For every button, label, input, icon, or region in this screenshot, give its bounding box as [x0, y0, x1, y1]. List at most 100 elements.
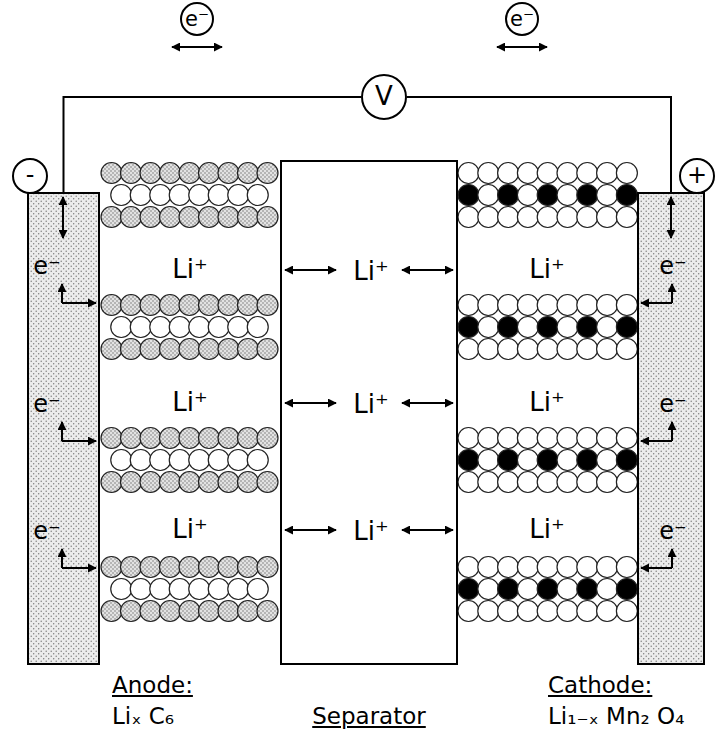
lattice-atom — [557, 295, 578, 316]
lattice-atom — [121, 428, 142, 449]
lattice-atom — [228, 579, 249, 600]
lattice-atom — [498, 207, 519, 228]
lattice-atom — [517, 317, 538, 338]
lattice-atom — [616, 295, 637, 316]
lattice-atom — [557, 185, 578, 206]
lattice-atom — [577, 450, 598, 471]
lattice-atom — [179, 339, 200, 360]
lattice-atom — [517, 579, 538, 600]
lattice-atom — [517, 428, 538, 449]
lattice-atom — [597, 601, 618, 622]
lattice-atom — [199, 601, 220, 622]
lattice-atom — [537, 339, 558, 360]
lattice-atom — [577, 557, 598, 578]
lattice-atom — [597, 472, 618, 493]
lattice-atom — [179, 472, 200, 493]
lattice-atom — [101, 207, 122, 228]
lattice-atom — [150, 185, 171, 206]
lattice-atom — [130, 185, 151, 206]
lattice-atom — [257, 163, 278, 184]
lattice-atom — [199, 163, 220, 184]
lattice-atom — [257, 428, 278, 449]
external-wire — [407, 97, 671, 192]
lattice-atom — [478, 163, 499, 184]
lattice-atom — [238, 163, 259, 184]
lattice-atom — [169, 317, 190, 338]
lattice-atom — [140, 163, 161, 184]
lattice-atom — [238, 557, 259, 578]
lattice-atom — [537, 185, 558, 206]
lattice-atom — [257, 295, 278, 316]
lattice-atom — [517, 450, 538, 471]
lattice-atom — [208, 317, 229, 338]
lattice-atom — [218, 163, 239, 184]
lattice-atom — [458, 185, 479, 206]
lattice-atom — [616, 339, 637, 360]
electrode-layers — [101, 163, 637, 622]
lattice-atom — [218, 339, 239, 360]
lattice-atom — [557, 163, 578, 184]
lattice-atom — [179, 601, 200, 622]
circle-label: e⁻ — [185, 7, 209, 31]
lattice-atom — [101, 339, 122, 360]
lattice-atom — [140, 472, 161, 493]
lattice-atom — [616, 317, 637, 338]
lattice-atom — [616, 450, 637, 471]
lattice-atom — [121, 472, 142, 493]
ion-label: Li⁺ — [172, 515, 207, 545]
lattice-atom — [130, 450, 151, 471]
lattice-atom — [577, 579, 598, 600]
lattice-atom — [616, 579, 637, 600]
lattice-atom — [121, 601, 142, 622]
lattice-atom — [537, 295, 558, 316]
lattice-atom — [458, 579, 479, 600]
species-label: e⁻ — [33, 518, 60, 546]
lattice-atom — [517, 557, 538, 578]
species-label: Li⁺ — [353, 390, 388, 420]
lattice-atom — [517, 295, 538, 316]
lattice-atom — [169, 450, 190, 471]
electrode-formula: Li₁₋ₓ Mn₂ O₄ — [548, 703, 684, 729]
lattice-atom — [597, 579, 618, 600]
terminal-sign: - — [12, 158, 48, 194]
lattice-atom — [160, 428, 181, 449]
circle-label: e⁻ — [510, 7, 534, 31]
lattice-atom — [160, 339, 181, 360]
lattice-atom — [557, 450, 578, 471]
lattice-atom — [597, 185, 618, 206]
lattice-atom — [238, 601, 259, 622]
lattice-atom — [517, 163, 538, 184]
electrode-formula: Liₓ C₆ — [112, 703, 174, 729]
lattice-atom — [537, 317, 558, 338]
lattice-atom — [498, 295, 519, 316]
lattice-atom — [577, 601, 598, 622]
lattice-atom — [140, 339, 161, 360]
species-label: e⁻ — [659, 391, 686, 419]
lattice-atom — [458, 295, 479, 316]
lattice-atom — [189, 450, 210, 471]
lattice-atom — [498, 185, 519, 206]
electron-circle: e⁻ — [505, 2, 539, 36]
lattice-atom — [130, 579, 151, 600]
lattice-atom — [458, 207, 479, 228]
current-collector: e⁻e⁻e⁻ — [27, 192, 100, 665]
lattice-atom — [179, 207, 200, 228]
anode-collector — [27, 192, 100, 665]
external-wire — [64, 97, 362, 192]
lattice-atom — [557, 207, 578, 228]
lattice-atom — [517, 472, 538, 493]
lattice-atom — [130, 317, 151, 338]
lattice-atom — [140, 557, 161, 578]
lattice-atom — [169, 579, 190, 600]
lattice-atom — [121, 557, 142, 578]
lattice-atom — [218, 207, 239, 228]
lattice-atom — [140, 428, 161, 449]
lattice-atom — [179, 295, 200, 316]
lattice-atom — [616, 557, 637, 578]
lattice-atom — [557, 428, 578, 449]
lattice-atom — [218, 601, 239, 622]
lattice-atom — [478, 317, 499, 338]
current-collector: e⁻e⁻e⁻ — [637, 192, 705, 665]
lattice-atom — [111, 450, 132, 471]
